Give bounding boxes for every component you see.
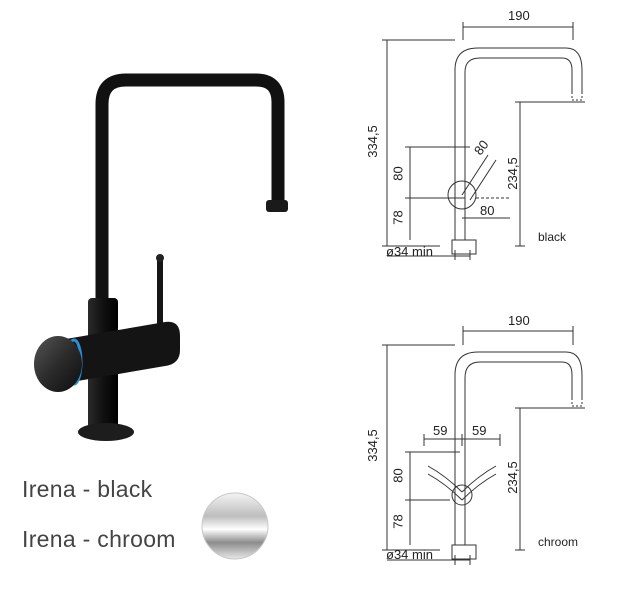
chrome-swatch xyxy=(201,492,269,560)
finish-label-chroom: chroom xyxy=(538,535,579,549)
dim-spout-height: 234,5 xyxy=(504,461,520,494)
dim-handle-offset: 80 xyxy=(480,203,495,218)
dim-total-height: 334,5 xyxy=(364,125,380,158)
dim-total-height: 334,5 xyxy=(364,429,380,462)
dim-spout-height: 234,5 xyxy=(504,157,520,190)
finish-label-black: black xyxy=(538,230,567,244)
product-label-black: Irena - black xyxy=(22,476,153,502)
dim-base: ø34 min xyxy=(386,244,433,259)
dim-width: 190 xyxy=(508,313,530,328)
dim-lower-height: 78 xyxy=(390,514,406,529)
dim-lower-height: 78 xyxy=(390,210,406,225)
dim-handle-right: 59 xyxy=(472,423,487,438)
dim-upper-height: 80 xyxy=(390,468,406,483)
dim-upper-height: 80 xyxy=(390,166,406,181)
dim-base: ø34 min xyxy=(386,547,433,562)
drawing-chroom xyxy=(382,326,585,565)
dim-width: 190 xyxy=(508,8,530,23)
dim-handle-left: 59 xyxy=(433,423,448,438)
drawing-black xyxy=(382,22,585,260)
product-label-chroom: Irena - chroom xyxy=(22,526,176,552)
